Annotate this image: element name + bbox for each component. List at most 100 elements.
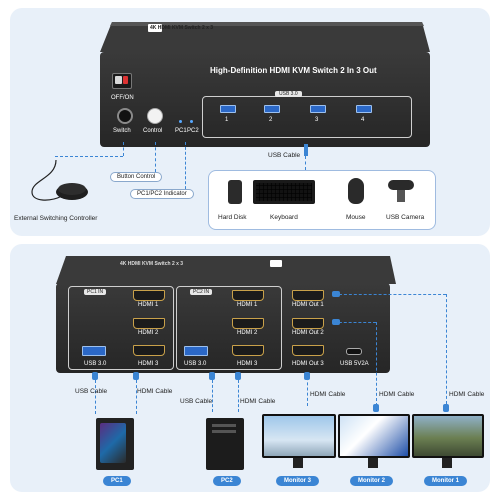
top-4k-badge: [148, 24, 162, 32]
top-device-front: [100, 52, 430, 147]
peripheral-keyboard: Keyboard: [270, 214, 298, 221]
controller-label: External Switching Controller: [14, 215, 98, 222]
monitor1-icon: [412, 414, 484, 458]
pc2-hdmi2-label: HDMI 2: [237, 330, 258, 336]
pc2-hdmi1-port[interactable]: [232, 290, 264, 301]
out2-cable-h: [334, 322, 376, 323]
hard-disk-icon: [228, 180, 242, 204]
hdmi-out2-port[interactable]: [292, 318, 324, 329]
usb-c-power-port[interactable]: [346, 348, 362, 355]
pc1-usb-plug: [92, 372, 98, 380]
usb-port-3[interactable]: [310, 105, 326, 113]
monitor2-label: Monitor 2: [350, 476, 393, 486]
pc2-usb-cable: [212, 380, 213, 412]
hdmi-out2-label: HDMI Out 2: [292, 330, 324, 336]
pc2-hdmi3-port[interactable]: [232, 345, 264, 356]
pc1-hdmi3-port[interactable]: [133, 345, 165, 356]
pc1-usb30-port[interactable]: [82, 346, 106, 356]
top-usb-cable-line: [305, 156, 306, 170]
usb30-port-group: [202, 96, 412, 138]
port-number-1: 1: [225, 117, 229, 123]
usb-port-2[interactable]: [264, 105, 280, 113]
switch-jack[interactable]: [117, 108, 133, 124]
pc2-label: PC2: [213, 476, 241, 486]
hdmi-cable-2-label: HDMI Cable: [240, 398, 276, 405]
top-device-lid: [100, 22, 430, 52]
pc1-usb-cable: [95, 380, 96, 414]
port-number-2: 2: [269, 117, 273, 123]
pc2-usb30-port[interactable]: [184, 346, 208, 356]
monitor1-plug: [443, 404, 449, 412]
camera-stand: [397, 190, 405, 202]
monitor1-label: Monitor 1: [424, 476, 467, 486]
pc2-hdmi-plug: [235, 372, 241, 380]
pc1-hdmi-cable: [136, 380, 137, 414]
out1-cable-h: [334, 294, 446, 295]
top-usb-cable-label: USB Cable: [268, 152, 301, 159]
bottom-device-lid: [56, 256, 396, 284]
pc1-tower-icon: [96, 418, 134, 470]
pc2-hdmi-cable: [238, 380, 239, 412]
usb-port-4[interactable]: [356, 105, 372, 113]
bottom-device-top-label: 4K HDMI KVM Switch 2 x 3: [120, 261, 184, 267]
pc2-hdmi2-port[interactable]: [232, 318, 264, 329]
pc1-hdmi1-port[interactable]: [133, 290, 165, 301]
switch-callout-line-h: [55, 156, 123, 157]
usb30-group-label: USB 3.0: [275, 91, 302, 97]
pc2-usb30-label: USB 3.0: [184, 361, 207, 367]
monitor3-stand: [293, 458, 303, 468]
hdmi-out1-port[interactable]: [292, 290, 324, 301]
monitor2-plug: [373, 404, 379, 412]
hdmi-cable-4-label: HDMI Cable: [379, 391, 415, 398]
pc1-label: PC1: [175, 128, 187, 134]
usb-5v-label: USB 5V2A: [340, 361, 369, 367]
pc1-hdmi1-label: HDMI 1: [138, 302, 159, 308]
peripheral-usb-camera: USB Camera: [386, 214, 425, 221]
indicator-callout-line: [185, 142, 186, 194]
monitor1-stand: [442, 458, 452, 468]
hdmi-out3-port[interactable]: [292, 345, 324, 356]
hdmi-cable-3-label: HDMI Cable: [310, 391, 346, 398]
pc1-in-group: [68, 286, 174, 370]
hdmi-out3-label: HDMI Out 3: [292, 361, 324, 367]
control-callout-line: [155, 142, 156, 172]
top-device-title: High-Definition HDMI KVM Switch 2 In 3 O…: [210, 66, 377, 75]
hdmi-out1-label: HDMI Out 1: [292, 302, 324, 308]
port-number-4: 4: [361, 117, 365, 123]
monitor3-icon: [262, 414, 336, 458]
usb-cable-2-label: USB Cable: [180, 398, 213, 405]
pc2-tower-icon: [206, 418, 244, 470]
pc1-hdmi3-label: HDMI 3: [138, 361, 159, 367]
out3-cable-v: [307, 372, 308, 406]
out2-cable-v: [376, 322, 377, 406]
pc2-label: PC2: [187, 128, 199, 134]
usb-port-1[interactable]: [220, 105, 236, 113]
top-device-top-label: 4K HDMI KVM Switch 2 x 3: [150, 25, 214, 31]
switch-callout-line: [123, 142, 124, 156]
top-usb-cable-plug: [304, 144, 308, 156]
pc2-usb-plug: [209, 372, 215, 380]
mouse-icon: [348, 178, 364, 204]
pc2-hdmi3-label: HDMI 3: [237, 361, 258, 367]
external-controller-icon: [31, 159, 88, 201]
bottom-device-back: [56, 283, 390, 373]
monitor3-label: Monitor 3: [276, 476, 319, 486]
usb-cable-1-label: USB Cable: [75, 388, 108, 395]
control-button[interactable]: [147, 108, 163, 124]
pc2-in-label: PC2 IN: [190, 289, 213, 295]
control-label: Control: [143, 128, 163, 134]
pc1-usb30-label: USB 3.0: [84, 361, 107, 367]
offon-label: OFF/ON: [111, 95, 134, 101]
indicator-callout: PC1/PC2 Indicator: [130, 189, 194, 199]
pc1-hdmi2-label: HDMI 2: [138, 330, 159, 336]
power-switch[interactable]: [112, 73, 132, 89]
monitor2-stand: [368, 458, 378, 468]
pc1-hdmi-plug: [133, 372, 139, 380]
pc2-in-group: [176, 286, 282, 370]
out2-plug: [332, 319, 340, 325]
pc1-hdmi2-port[interactable]: [133, 318, 165, 329]
pc2-hdmi1-label: HDMI 1: [237, 302, 258, 308]
pc1-in-label: PC1 IN: [84, 289, 107, 295]
button-control-callout: Button Control: [110, 172, 163, 182]
pc1-led: [179, 120, 182, 123]
